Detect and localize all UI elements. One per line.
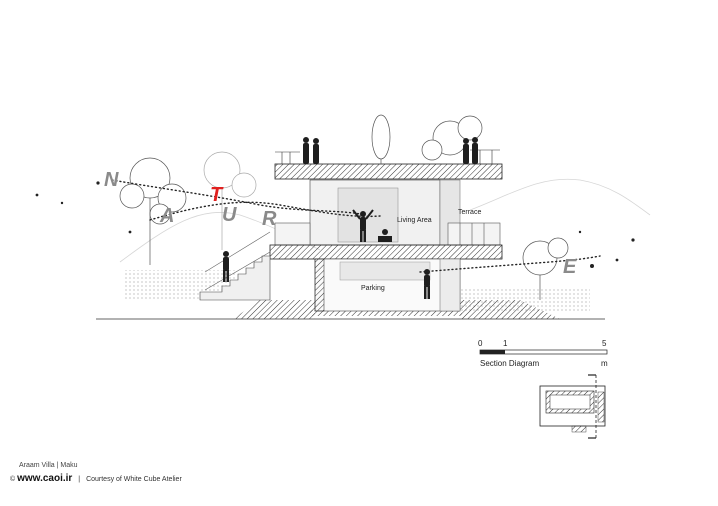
person-parking <box>424 269 430 299</box>
key-plan <box>539 374 606 439</box>
nature-letter-r: R <box>262 208 277 230</box>
label-terrace: Terrace <box>458 209 481 216</box>
middle-slab <box>269 244 503 260</box>
scale-tick-1: 1 <box>503 339 508 348</box>
roof-people-right <box>463 137 478 164</box>
person-sitting <box>378 229 392 242</box>
parking-right-glass <box>439 258 461 312</box>
scale-tick-0: 0 <box>478 339 483 348</box>
scale-tick-5: 5 <box>602 339 607 348</box>
left-balcony-railing <box>274 222 311 246</box>
tree-group <box>119 114 569 300</box>
copyright-symbol: © <box>10 476 16 483</box>
dotted-path <box>111 179 601 273</box>
people-silhouettes <box>223 137 478 299</box>
scale-bar: 0 1 5 Section Diagram m <box>478 339 608 368</box>
scatter-dots <box>35 181 635 268</box>
project-caption: Araam Villa | Maku <box>19 462 78 469</box>
scale-title: Section Diagram <box>480 359 539 368</box>
nature-letter-a: A <box>159 205 174 227</box>
credit-separator: | <box>78 476 81 483</box>
parking-left-wall <box>314 258 325 312</box>
person-cheering <box>352 209 374 242</box>
nature-letter-e: E <box>563 256 577 278</box>
nature-letter-n: N <box>104 169 119 191</box>
nature-letter-u: U <box>222 204 237 226</box>
courtesy-text: Courtesy of White Cube Atelier <box>86 476 182 483</box>
site-link[interactable]: www.caoi.ir <box>17 473 73 484</box>
staircase <box>199 231 271 301</box>
person-stairs <box>223 251 229 282</box>
credit-line: © www.caoi.ir | Courtesy of White Cube A… <box>10 473 182 484</box>
earth-hatch <box>233 300 560 319</box>
scale-unit: m <box>601 359 608 368</box>
nature-letter-t: T <box>210 184 224 206</box>
label-living-area: Living Area <box>397 217 432 224</box>
roof-railing <box>275 149 500 164</box>
terrace-railing <box>447 222 501 246</box>
label-parking: Parking <box>361 285 385 292</box>
roof-people-left <box>303 137 319 164</box>
roof-slab <box>274 163 503 180</box>
parking-back-wall <box>339 261 431 281</box>
